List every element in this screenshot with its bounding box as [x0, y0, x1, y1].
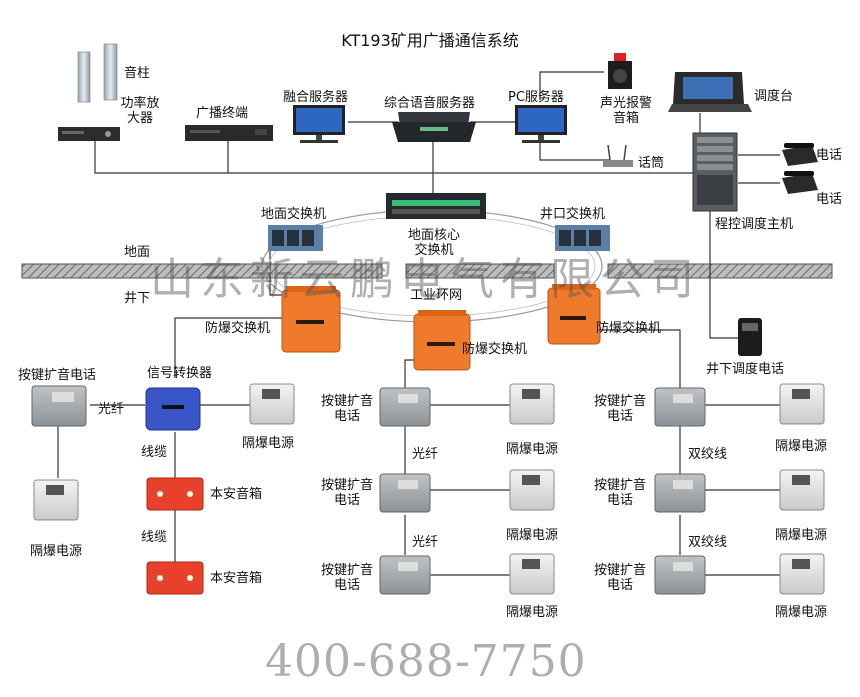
alarm-speaker-icon — [608, 53, 632, 89]
label-ring-net: 工业环网 — [410, 288, 463, 303]
ex-power-icon — [33, 479, 79, 521]
ground-switch-icon — [268, 225, 323, 251]
dispatch-phone-icon — [738, 318, 762, 356]
voice-server-icon — [392, 112, 476, 142]
hotline-watermark: 400-688-7750 — [265, 636, 587, 687]
label-underground-dispatch-phone: 井下调度电话 — [706, 362, 785, 377]
label-mid-phone-1: 按键扩音 电话 — [320, 394, 374, 424]
ex-power-icon — [779, 383, 825, 425]
key-phone-icon — [379, 473, 431, 513]
desk-phone-icon — [782, 171, 818, 194]
label-fusion-server: 融合服务器 — [283, 90, 349, 105]
ex-power-icon — [509, 383, 555, 425]
label-safe-box-1: 本安音箱 — [210, 487, 263, 502]
label-speaker-column: 音柱 — [124, 66, 151, 81]
label-mid-power-3: 隔爆电源 — [506, 605, 559, 620]
label-cable-1: 线缆 — [141, 445, 168, 460]
label-broadcast-terminal: 广播终端 — [196, 106, 249, 121]
shaft-switch-icon — [555, 225, 610, 251]
pbx-cabinet-icon — [692, 132, 738, 212]
label-alarm-box: 声光报警 音箱 — [599, 96, 653, 126]
label-pc-server: PC服务器 — [508, 90, 564, 105]
safe-speaker-icon — [146, 561, 204, 595]
signal-converter-icon — [145, 387, 201, 431]
label-right-phone-1: 按键扩音 电话 — [593, 394, 647, 424]
microphone-icon — [603, 144, 633, 167]
label-amplifier: 功率放 大器 — [120, 96, 160, 126]
key-phone-icon — [654, 555, 706, 595]
label-mid-phone-2: 按键扩音 电话 — [320, 478, 374, 508]
label-signal-converter: 信号转换器 — [147, 366, 213, 381]
key-phone-icon — [654, 473, 706, 513]
company-watermark: 山东新云鹏电气有限公司 — [150, 254, 700, 305]
fusion-server-icon — [293, 105, 345, 143]
label-right-power-1: 隔爆电源 — [775, 439, 828, 454]
label-mid-phone-3: 按键扩音 电话 — [320, 563, 374, 593]
label-ground: 地面 — [124, 245, 151, 260]
label-microphone: 话筒 — [638, 156, 665, 171]
label-right-power-3: 隔爆电源 — [775, 605, 828, 620]
label-shaft-switch: 井口交换机 — [540, 207, 606, 222]
label-mid-power-1: 隔爆电源 — [506, 442, 559, 457]
label-dispatch-console: 调度台 — [754, 89, 794, 104]
label-underground: 井下 — [124, 291, 151, 306]
core-switch-icon — [386, 193, 486, 219]
key-phone-icon — [379, 387, 431, 427]
ex-switch-right-icon — [547, 284, 601, 345]
label-fiber-left: 光纤 — [98, 402, 125, 417]
label-key-phone-top-left: 按键扩音电话 — [18, 368, 97, 383]
label-ex-switch-mid: 防爆交换机 — [462, 342, 528, 357]
broadcast-terminal-icon — [185, 125, 273, 141]
pc-server-icon — [515, 105, 567, 143]
label-right-twisted-2: 双绞线 — [688, 535, 728, 550]
label-ex-power-left-top: 隔爆电源 — [242, 436, 295, 451]
label-ex-switch-right: 防爆交换机 — [596, 321, 662, 336]
label-ground-switch: 地面交换机 — [261, 207, 327, 222]
ex-switch-left-icon — [281, 286, 341, 353]
ex-power-icon — [509, 469, 555, 511]
label-mid-fiber-1: 光纤 — [412, 447, 439, 462]
label-ex-power-left-bottom: 隔爆电源 — [30, 544, 83, 559]
label-right-power-2: 隔爆电源 — [775, 528, 828, 543]
dispatch-console-icon — [668, 72, 752, 112]
ex-switch-mid-icon — [413, 310, 471, 371]
label-ex-switch-left: 防爆交换机 — [205, 321, 271, 336]
label-mid-power-2: 隔爆电源 — [506, 528, 559, 543]
label-mid-fiber-2: 光纤 — [412, 535, 439, 550]
diagram-title: KT193矿用广播通信系统 — [341, 31, 519, 50]
label-safe-box-2: 本安音箱 — [210, 571, 263, 586]
ground-separator — [21, 263, 833, 279]
amplifier-icon — [58, 127, 120, 141]
safe-speaker-icon — [146, 477, 204, 511]
key-phone-icon — [379, 555, 431, 595]
label-pbx-host: 程控调度主机 — [715, 217, 794, 232]
label-right-phone-2: 按键扩音 电话 — [593, 478, 647, 508]
ex-power-icon — [779, 469, 825, 511]
label-right-twisted-1: 双绞线 — [688, 447, 728, 462]
key-phone-icon — [31, 385, 87, 427]
speaker-column-icon — [77, 43, 118, 103]
connection-lines — [57, 71, 780, 576]
label-voice-server: 综合语音服务器 — [384, 96, 476, 111]
label-right-phone-3: 按键扩音 电话 — [593, 563, 647, 593]
key-phone-icon — [654, 387, 706, 427]
label-phone-1: 电话 — [816, 148, 843, 163]
label-cable-2: 线缆 — [141, 530, 168, 545]
label-core-switch: 地面核心 交换机 — [407, 228, 461, 258]
desk-phone-icon — [782, 143, 818, 166]
ex-power-icon — [249, 383, 295, 425]
label-phone-2: 电话 — [816, 192, 843, 207]
ex-power-icon — [779, 553, 825, 595]
ex-power-icon — [509, 553, 555, 595]
